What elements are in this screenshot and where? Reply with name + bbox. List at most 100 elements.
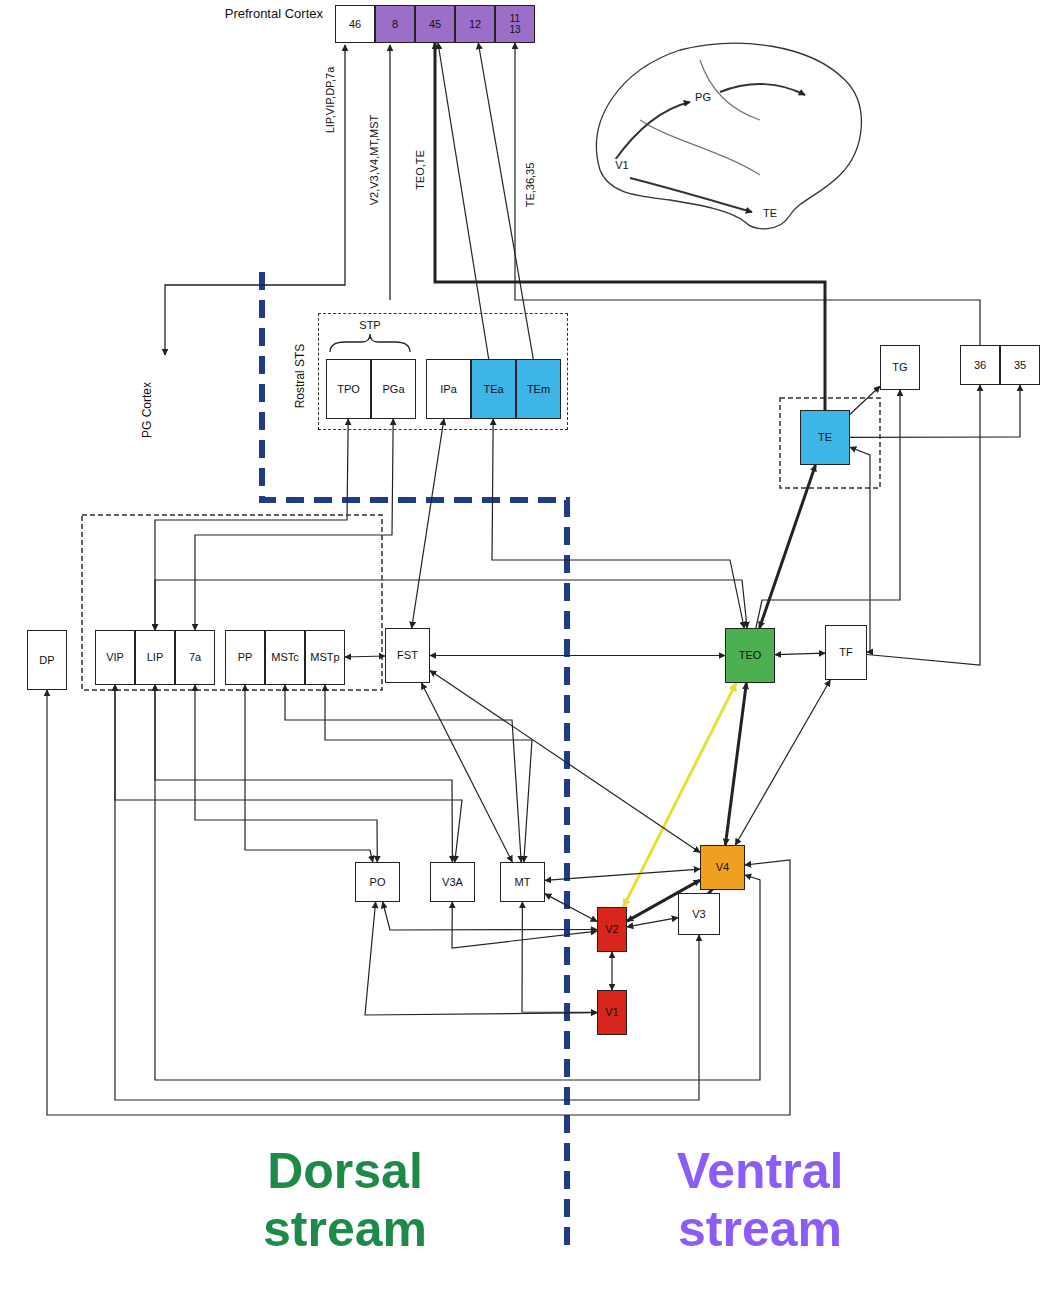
area-label: V1	[605, 1006, 618, 1018]
area-label: 46	[349, 18, 361, 30]
area-label: 45	[429, 18, 441, 30]
connection-arrow	[155, 685, 760, 1080]
connection-arrow	[430, 655, 725, 656]
projection-line	[389, 45, 390, 300]
connection-arrow	[627, 918, 678, 927]
area-box: PP	[225, 630, 265, 685]
stream-label: Ventral stream	[638, 1143, 882, 1258]
area-label: LIP	[147, 651, 164, 663]
connection-arrow	[435, 43, 825, 410]
area-label: TF	[839, 646, 852, 658]
connection-arrow	[438, 43, 489, 359]
pathway-label: TEO,TE	[414, 148, 426, 192]
pathway-label: TE,36,35	[524, 161, 536, 210]
pg-cortex-line	[165, 45, 345, 355]
connection-arrow	[412, 419, 444, 628]
connection-arrow	[545, 869, 700, 880]
connection-arrow	[195, 419, 393, 630]
connection-arrow	[850, 385, 1020, 437]
connection-arrow	[850, 447, 870, 652]
area-label: PGa	[382, 383, 404, 395]
area-label: 36	[974, 359, 986, 371]
area-box: TE	[800, 410, 850, 465]
area-box: V3	[678, 893, 720, 935]
area-box: PO	[355, 862, 400, 902]
area-label: 35	[1014, 359, 1026, 371]
area-box: TEO	[725, 628, 775, 683]
dorsal-group-frame	[82, 515, 382, 690]
area-label: PG	[693, 91, 713, 103]
area-box: DP	[27, 630, 67, 690]
area-box: 46	[335, 5, 375, 43]
area-label: V3A	[442, 876, 463, 888]
area-label: MSTp	[310, 651, 339, 663]
connection-arrow	[725, 683, 746, 845]
stp-brace	[330, 334, 410, 352]
connection-arrow	[775, 653, 825, 655]
area-label: TEm	[527, 383, 550, 395]
area-box: 8	[375, 5, 415, 43]
connection-arrow	[365, 902, 597, 1015]
connection-arrow	[492, 419, 744, 628]
area-box: VIP	[95, 630, 135, 685]
area-label: TPO	[337, 383, 360, 395]
connection-arrow	[452, 902, 597, 948]
connection-arrow	[47, 690, 790, 1115]
area-box: 11 13	[495, 5, 535, 43]
te-group-frame	[780, 398, 880, 488]
area-label: TEa	[483, 383, 503, 395]
area-box: V4	[700, 845, 745, 890]
connection-arrow	[155, 580, 747, 630]
connection-arrow	[383, 902, 597, 930]
area-label: V1	[613, 159, 630, 171]
connection-arrow	[430, 671, 700, 853]
area-label: VIP	[106, 651, 124, 663]
connection-arrow	[245, 685, 373, 862]
area-box: 12	[455, 5, 495, 43]
brain-illustration	[597, 43, 862, 229]
area-group: Rostral STSTPOPGaIPaTEaTEm	[318, 313, 568, 430]
connection-arrow	[545, 894, 597, 922]
area-label: PO	[370, 876, 386, 888]
pathway-label: PG Cortex	[141, 380, 154, 440]
area-label: TEO	[739, 649, 762, 661]
connection-arrow	[522, 902, 597, 1012]
area-label: 12	[469, 18, 481, 30]
connection-arrow	[735, 680, 830, 845]
connection-arrow	[515, 43, 980, 345]
area-box: MSTp	[305, 630, 345, 685]
connection-arrow	[422, 683, 513, 862]
area-label: V2	[605, 923, 618, 935]
area-box: LIP	[135, 630, 175, 685]
area-group: Prefrontal Cortex468451211 13	[205, 3, 540, 47]
stream-divider	[262, 272, 567, 1250]
connection-arrow	[850, 386, 880, 414]
area-box: 35	[1000, 345, 1040, 385]
area-box: MSTc	[265, 630, 305, 685]
connection-arrow	[155, 419, 348, 630]
connection-arrow	[115, 685, 699, 1100]
area-box: 45	[415, 5, 455, 43]
area-label: TE	[761, 207, 779, 219]
area-label: FST	[397, 649, 418, 661]
area-label: STP	[357, 319, 382, 331]
area-box: V1	[597, 990, 627, 1035]
connection-arrow	[115, 685, 462, 862]
pathway-label: LIP,VIP,DP,7a	[324, 65, 336, 136]
area-box: TEm	[516, 359, 561, 419]
stream-label: Dorsal stream	[223, 1143, 467, 1258]
area-box: V2	[597, 907, 627, 952]
area-label: 7a	[189, 651, 201, 663]
area-label: TE	[818, 431, 832, 443]
area-box: IPa	[426, 359, 471, 419]
area-box: 7a	[175, 630, 215, 685]
area-box: V3A	[430, 862, 475, 902]
area-label: TG	[892, 361, 907, 373]
area-box: MT	[500, 862, 545, 902]
area-label: 11 13	[508, 13, 522, 35]
area-label: MSTc	[271, 651, 299, 663]
connection-arrow	[611, 952, 612, 990]
area-label: DP	[39, 654, 54, 666]
connection-arrow	[285, 685, 521, 862]
